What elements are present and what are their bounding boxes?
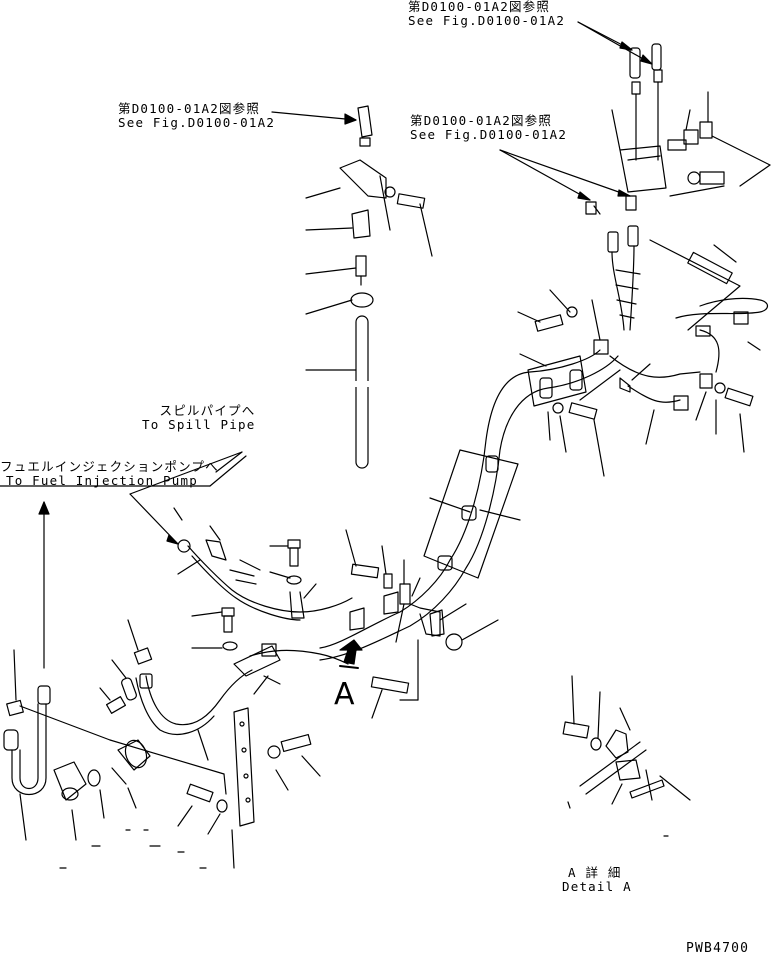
fuel-pump-label-en: To Fuel Injection Pump <box>6 473 198 488</box>
upper-right-fittings <box>578 22 770 196</box>
spill-pipe-label-jp: スピルパイプへ <box>159 403 256 418</box>
reference-label-en: See Fig.D0100-01A2 <box>118 115 276 130</box>
mid-right-reference <box>500 150 768 372</box>
reference-label-jp: 第D0100-01A2図参照 <box>118 101 261 116</box>
fuel-pump-label-jp: フュエルインジェクションポンプへ <box>0 459 219 474</box>
reference-label-en: See Fig.D0100-01A2 <box>410 127 568 142</box>
center-bolts-and-brackets <box>340 530 498 718</box>
fuel-injection-pump-label: フュエルインジェクションポンプへ To Fuel Injection Pump <box>0 460 219 488</box>
detail-a-label-jp: A 詳 細 <box>568 865 622 880</box>
reference-label-en: See Fig.D0100-01A2 <box>408 13 566 28</box>
detail-a-label: A 詳 細 Detail A <box>562 866 632 894</box>
detail-a-assembly <box>563 676 690 836</box>
vertical-parts-column <box>272 106 432 468</box>
main-hose-route <box>320 350 753 660</box>
reference-label-top-right: 第D0100-01A2図参照 See Fig.D0100-01A2 <box>408 0 565 28</box>
lower-left-hose-assembly <box>54 608 348 868</box>
leader-dashes <box>60 830 206 868</box>
detail-a-label-en: Detail A <box>562 879 632 894</box>
reference-label-top-middle: 第D0100-01A2図参照 See Fig.D0100-01A2 <box>118 102 275 130</box>
fuel-pump-arrow-and-u-tube <box>0 456 246 840</box>
bolt-washer-cluster <box>518 290 608 354</box>
reference-label-jp: 第D0100-01A2図参照 <box>408 0 551 14</box>
drawing-number: PWB4700 <box>686 941 750 956</box>
reference-label-jp: 第D0100-01A2図参照 <box>410 113 553 128</box>
spill-pipe-label-en: To Spill Pipe <box>142 417 256 432</box>
spill-pipe-connection <box>130 452 352 620</box>
spill-pipe-label: スピルパイプへ To Spill Pipe <box>142 404 255 432</box>
reference-label-mid-right: 第D0100-01A2図参照 See Fig.D0100-01A2 <box>410 114 567 142</box>
view-a-letter: A <box>334 677 355 712</box>
